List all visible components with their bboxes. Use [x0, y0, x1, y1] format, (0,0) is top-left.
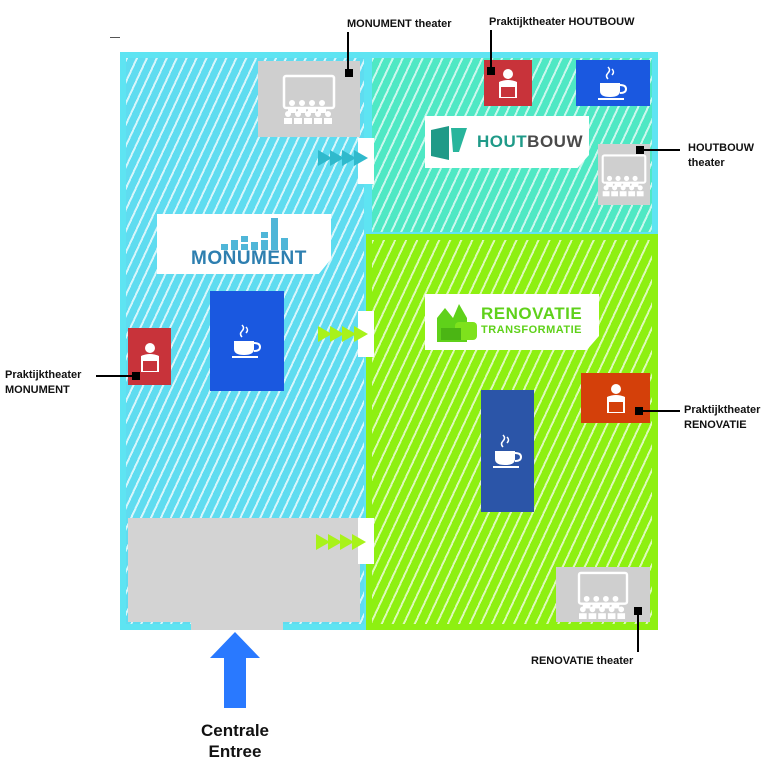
- callout-renovatie-praktijk-2: RENOVATIE: [684, 419, 747, 431]
- monument-logo: MONUMENT: [157, 214, 331, 274]
- callout-renovatie-praktijk-1: Praktijktheater: [684, 404, 761, 416]
- corner-tick: [110, 37, 120, 38]
- entrance-gap: [191, 620, 283, 630]
- monument-logo-mark: [221, 218, 288, 250]
- callout-monument-theater: MONUMENT theater: [347, 18, 452, 30]
- entrance-label: Centrale Entree: [180, 720, 290, 762]
- houtbouw-logo-text-b: BOUW: [527, 132, 583, 151]
- entrance-label-line2: Entree: [208, 742, 262, 761]
- coffee-cup-icon: [598, 66, 628, 100]
- monument-cafe-tile[interactable]: [210, 291, 284, 391]
- leader-line: [347, 32, 349, 74]
- renovatie-logo-text-2: TRANSFORMATIE: [481, 324, 583, 336]
- leader-line: [490, 30, 492, 70]
- presenter-icon: [140, 342, 159, 372]
- leader-line: [637, 612, 639, 652]
- renovatie-praktijktheater-tile[interactable]: [581, 373, 650, 423]
- theater-audience-icon: [601, 153, 647, 196]
- houtbouw-theater-tile[interactable]: [598, 144, 650, 205]
- leader-line: [640, 149, 680, 151]
- theater-audience-icon: [282, 74, 336, 124]
- houtbouw-logo: HOUTBOUW: [425, 116, 589, 168]
- renovatie-logo-mark: [437, 304, 477, 342]
- coffee-cup-icon: [492, 434, 522, 468]
- monument-logo-text: MONUMENT: [191, 248, 307, 269]
- marker-dot: [132, 372, 140, 380]
- callout-renovatie-theater: RENOVATIE theater: [531, 655, 634, 667]
- marker-dot: [487, 67, 495, 75]
- renovatie-logo-text-1: RENOVATIE: [481, 304, 583, 323]
- chevron-arrows-to-renovatie: [318, 326, 368, 342]
- callout-monument-praktijk-1: Praktijktheater: [5, 369, 82, 381]
- renovatie-logo: RENOVATIE TRANSFORMATIE: [425, 294, 599, 350]
- houtbouw-logo-text-a: HOUT: [477, 132, 528, 151]
- chevron-arrows-to-houtbouw: [318, 150, 368, 166]
- entrance-label-line1: Centrale: [200, 721, 270, 740]
- callout-houtbouw-theater-1: HOUTBOUW: [688, 142, 754, 154]
- presenter-icon: [499, 69, 517, 98]
- renovatie-cafe-tile[interactable]: [481, 390, 534, 512]
- chevron-arrows-entrance-renovatie: [316, 534, 366, 550]
- houtbouw-cafe-tile[interactable]: [576, 60, 650, 106]
- marker-dot: [635, 407, 643, 415]
- houtbouw-logo-text: HOUTBOUW: [477, 132, 583, 152]
- callout-monument-praktijk-2: MONUMENT: [5, 384, 70, 396]
- monument-theater-tile[interactable]: [258, 61, 360, 137]
- callout-houtbouw-praktijk: Praktijktheater HOUTBOUW: [489, 16, 635, 28]
- entrance-arrow-icon: [210, 632, 260, 708]
- marker-dot: [634, 607, 642, 615]
- coffee-cup-icon: [232, 324, 262, 358]
- theater-audience-icon: [577, 571, 629, 619]
- leader-line: [96, 375, 134, 377]
- leader-line: [640, 410, 680, 412]
- houtbouw-logo-mark: [431, 126, 467, 160]
- presenter-icon: [606, 384, 625, 413]
- door-entrance-renovatie: [358, 518, 374, 564]
- marker-dot: [345, 69, 353, 77]
- callout-houtbouw-theater-2: theater: [688, 157, 725, 169]
